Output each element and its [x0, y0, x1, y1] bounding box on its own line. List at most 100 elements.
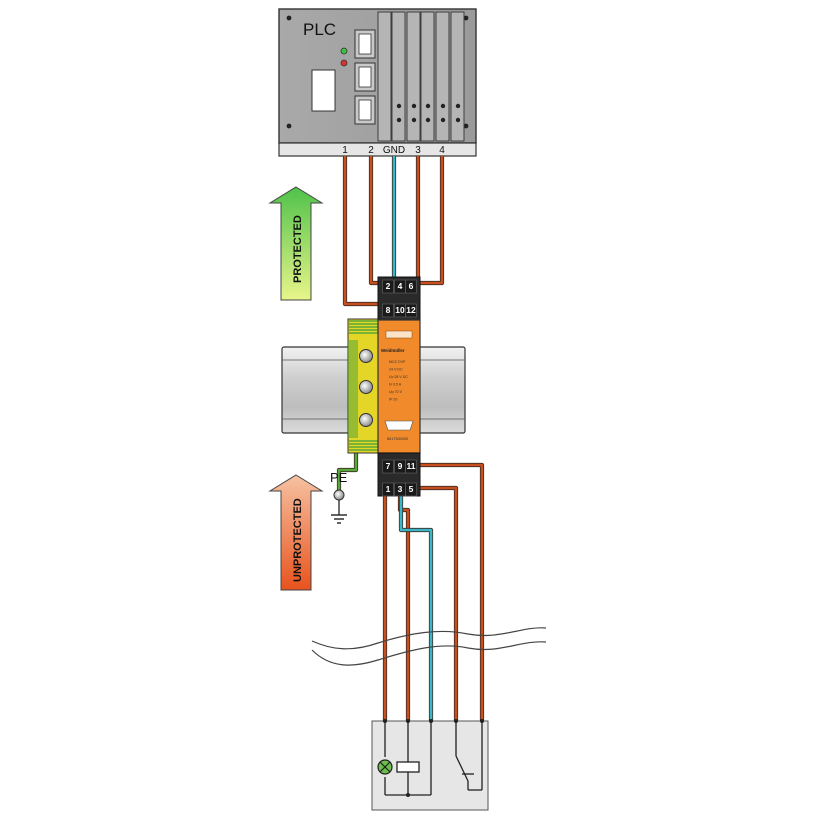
wire-field-3 — [412, 486, 458, 721]
ground-symbol-icon — [331, 514, 347, 524]
plc-io-dot — [455, 117, 461, 123]
protected-label: PROTECTED — [292, 215, 304, 283]
terminal-number: 12 — [406, 305, 416, 315]
device-marker-plate — [384, 420, 414, 431]
plc-screw-icon — [286, 15, 292, 21]
device-spec-line: Uc 28 V DC — [389, 375, 408, 379]
terminal-number: 2 — [386, 281, 391, 291]
plc-terminal-label: 2 — [368, 145, 374, 156]
plc-module-window — [358, 66, 372, 88]
pe-ground: PE — [330, 470, 348, 524]
device-brand: Weidmüller — [381, 348, 405, 353]
plc-io-slots — [377, 11, 465, 142]
terminal-number: 10 — [395, 305, 405, 315]
terminal-number: 11 — [407, 461, 416, 471]
device-housing — [377, 319, 421, 454]
pe-screw-icon — [359, 349, 373, 363]
device-spec-line: MCZ OVP — [389, 360, 406, 364]
terminal-number: 1 — [386, 484, 391, 494]
terminal-slot — [405, 459, 417, 474]
plc-slot — [377, 11, 392, 142]
wire-field-4-outline — [412, 462, 485, 721]
circuit-node — [429, 719, 433, 723]
plc-io-dot — [411, 103, 417, 109]
plc-io-dot — [425, 117, 431, 123]
plc-slot — [391, 11, 406, 142]
plc-terminal-label: 4 — [439, 145, 445, 156]
terminal-slot — [382, 459, 394, 474]
plc-screw-icon — [286, 123, 292, 129]
plc-module: PLC 1 2 GND 3 4 — [278, 8, 477, 157]
device-spec-line: 24 V DC — [389, 368, 403, 372]
terminal-slot — [405, 279, 417, 294]
plc-label-window — [311, 69, 336, 112]
wire-field-4 — [412, 463, 484, 721]
unprotected-arrow: UNPROTECTED — [268, 474, 324, 591]
circuit-node — [383, 719, 387, 723]
pe-screw-icon — [359, 413, 373, 427]
terminal-slot — [382, 303, 394, 318]
wire-field-3-outline — [412, 485, 459, 721]
circuit-node — [406, 719, 410, 723]
plc-title: PLC — [303, 20, 336, 39]
circuit-node — [480, 719, 484, 723]
plc-terminal-strip — [278, 142, 477, 157]
terminal-slot — [405, 303, 417, 318]
plc-module-window — [358, 33, 372, 55]
field-device-circuit — [377, 719, 484, 797]
pe-green-band — [348, 340, 358, 438]
plc-io-modules — [354, 29, 376, 125]
plc-terminal-label: 3 — [415, 145, 421, 156]
plc-slot — [435, 11, 450, 142]
terminal-number: 4 — [398, 281, 403, 291]
wire-plc-2 — [369, 156, 390, 289]
plc-terminal-label: 1 — [342, 145, 348, 156]
plc-terminal-label: GND — [383, 145, 405, 156]
pe-terminal-icon — [333, 489, 345, 501]
plc-slot — [406, 11, 421, 142]
plc-screw-icon — [463, 15, 469, 21]
relay-coil-icon — [396, 761, 420, 773]
cable-break-lines — [311, 627, 547, 666]
circuit-node — [454, 719, 458, 723]
field-device — [371, 719, 489, 811]
terminal-number: 8 — [386, 305, 391, 315]
device-spec-line: Up 70 V — [389, 390, 403, 394]
terminal-number: 9 — [398, 461, 403, 471]
wire-plc-2-outline — [368, 156, 391, 289]
device-spec-line: IP 20 — [389, 398, 397, 402]
led-green-icon — [340, 47, 348, 55]
protected-arrow: PROTECTED — [268, 186, 324, 301]
terminal-number: 6 — [409, 281, 414, 291]
plc-io-dot — [440, 117, 446, 123]
device-part-number: 8617530000 — [387, 437, 408, 441]
pe-label: PE — [330, 470, 348, 485]
terminal-slot — [405, 482, 417, 497]
wire-plc-4-outline — [407, 156, 445, 289]
plc-io-dot — [396, 103, 402, 109]
wire-pe — [337, 450, 358, 491]
switch-contact-icon — [455, 721, 483, 791]
terminal-slot — [382, 482, 394, 497]
pe-screw-icon — [359, 380, 373, 394]
terminal-number: 5 — [409, 484, 414, 494]
terminal-number: 7 — [386, 461, 391, 471]
led-red-icon — [340, 59, 348, 67]
terminal-number: 3 — [398, 484, 403, 494]
plc-io-dot — [396, 117, 402, 123]
plc-io-dot — [425, 103, 431, 109]
terminal-slot — [382, 279, 394, 294]
plc-terminal-labels: 1 2 GND 3 4 — [342, 145, 445, 156]
unprotected-label: UNPROTECTED — [292, 498, 304, 582]
pe-terminal-stripes — [348, 320, 378, 451]
plc-io-dot — [411, 117, 417, 123]
circuit-node — [406, 793, 410, 797]
plc-screw-icon — [463, 123, 469, 129]
plc-slot — [420, 11, 435, 142]
plc-slot — [450, 11, 465, 142]
plc-io-dot — [455, 103, 461, 109]
